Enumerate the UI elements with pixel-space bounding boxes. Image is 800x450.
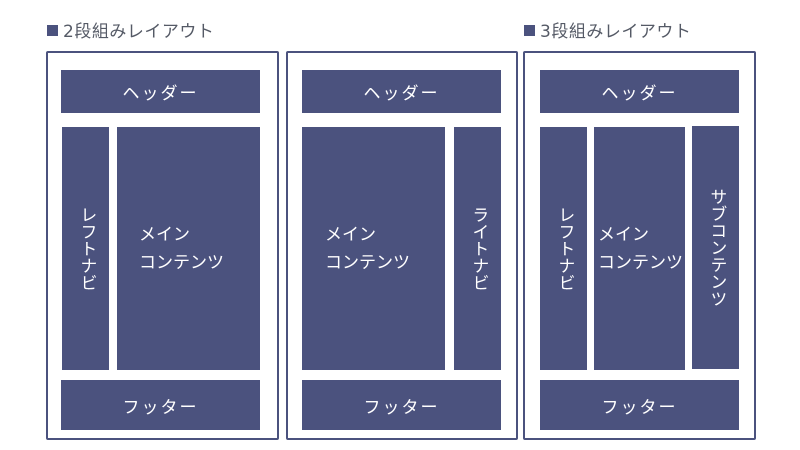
three-column-title-text: 3段組みレイアウト: [540, 22, 692, 42]
header-block: ヘッダー: [540, 70, 739, 113]
two-column-title: 2段組みレイアウト: [47, 17, 214, 42]
square-bullet-icon: [47, 25, 58, 36]
main-label-line2: コンテンツ: [598, 252, 683, 273]
left-nav-block: レフトナビ: [62, 127, 109, 370]
three-column-title: 3段組みレイアウト: [524, 17, 691, 42]
right-nav-block: ライトナビ: [454, 127, 501, 370]
header-block: ヘッダー: [61, 70, 260, 113]
main-label-line1: メイン: [139, 224, 190, 245]
square-bullet-icon: [524, 25, 535, 36]
main-content-block: メインコンテンツ: [594, 127, 685, 370]
main-content-block: メインコンテンツ: [302, 127, 445, 370]
main-label-line1: メイン: [598, 224, 649, 245]
main-label-line1: メイン: [325, 224, 376, 245]
footer-block: フッター: [302, 380, 501, 430]
header-block: ヘッダー: [302, 70, 501, 113]
main-label-line2: コンテンツ: [325, 252, 410, 273]
main-label-line2: コンテンツ: [139, 252, 224, 273]
main-content-block: メインコンテンツ: [117, 127, 260, 370]
sub-content-block: サブコンテンツ: [692, 126, 739, 369]
left-nav-block: レフトナビ: [540, 127, 587, 370]
footer-block: フッター: [61, 380, 260, 430]
footer-block: フッター: [540, 380, 739, 430]
two-column-title-text: 2段組みレイアウト: [63, 22, 215, 42]
